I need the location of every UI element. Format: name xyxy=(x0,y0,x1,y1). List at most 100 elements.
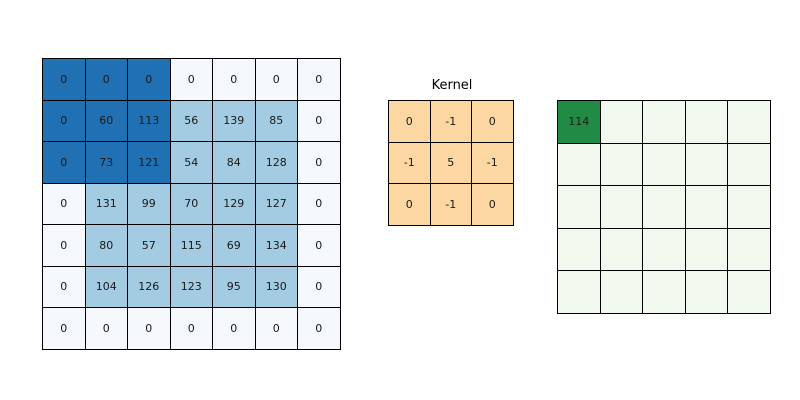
input-cell: 99 xyxy=(127,182,171,225)
output-cell xyxy=(642,270,686,314)
input-cell: 0 xyxy=(84,58,128,101)
input-cell: 126 xyxy=(127,265,171,308)
input-cell: 0 xyxy=(127,307,171,350)
input-cell: 0 xyxy=(297,141,341,184)
matrix-row xyxy=(557,142,771,186)
input-cell: 0 xyxy=(84,307,128,350)
output-cell xyxy=(599,227,643,271)
kernel-cell: 0 xyxy=(388,183,431,226)
kernel-cell: -1 xyxy=(471,141,514,184)
kernel-title: Kernel xyxy=(431,78,473,93)
output-cell xyxy=(599,185,643,229)
matrix-row xyxy=(557,270,771,314)
matrix-row xyxy=(557,185,771,229)
input-cell: 70 xyxy=(169,182,213,225)
output-grid: 114 xyxy=(557,100,771,314)
output-cell xyxy=(727,185,771,229)
output-cell xyxy=(599,142,643,186)
input-cell: 54 xyxy=(169,141,213,184)
output-cell xyxy=(642,100,686,144)
kernel-cell: 5 xyxy=(429,141,472,184)
output-cell xyxy=(642,185,686,229)
output-cell xyxy=(684,100,728,144)
input-cell: 80 xyxy=(84,224,128,267)
input-cell: 85 xyxy=(254,99,298,142)
output-cell xyxy=(727,100,771,144)
kernel-cell: 0 xyxy=(388,100,431,143)
kernel-cell: -1 xyxy=(429,100,472,143)
input-cell: 0 xyxy=(42,141,86,184)
input-cell: 104 xyxy=(84,265,128,308)
input-cell: 0 xyxy=(297,224,341,267)
input-cell: 57 xyxy=(127,224,171,267)
input-cell: 0 xyxy=(254,58,298,101)
output-cell xyxy=(727,142,771,186)
output-cell xyxy=(727,270,771,314)
input-cell: 123 xyxy=(169,265,213,308)
output-cell xyxy=(557,227,601,271)
output-cell xyxy=(727,227,771,271)
kernel-cell: 0 xyxy=(471,100,514,143)
output-cell xyxy=(557,270,601,314)
input-cell: 69 xyxy=(212,224,256,267)
matrix-row: 114 xyxy=(557,100,771,144)
input-cell: 95 xyxy=(212,265,256,308)
output-cell xyxy=(599,270,643,314)
input-cell: 0 xyxy=(169,58,213,101)
input-cell: 0 xyxy=(297,265,341,308)
input-cell: 0 xyxy=(42,182,86,225)
kernel-cell: 0 xyxy=(471,183,514,226)
input-cell: 113 xyxy=(127,99,171,142)
input-cell: 115 xyxy=(169,224,213,267)
input-cell: 0 xyxy=(297,307,341,350)
input-cell: 0 xyxy=(297,99,341,142)
input-cell: 121 xyxy=(127,141,171,184)
input-cell: 0 xyxy=(297,182,341,225)
input-cell: 131 xyxy=(84,182,128,225)
input-cell: 0 xyxy=(169,307,213,350)
output-cell: 114 xyxy=(557,100,601,144)
output-cell xyxy=(557,185,601,229)
input-cell: 0 xyxy=(42,99,86,142)
input-cell: 127 xyxy=(254,182,298,225)
input-cell: 134 xyxy=(254,224,298,267)
kernel-cell: -1 xyxy=(388,141,431,184)
output-cell xyxy=(684,142,728,186)
input-cell: 73 xyxy=(84,141,128,184)
input-cell: 0 xyxy=(212,307,256,350)
output-cell xyxy=(684,185,728,229)
input-cell: 0 xyxy=(42,224,86,267)
matrix-row xyxy=(557,227,771,271)
input-cell: 139 xyxy=(212,99,256,142)
input-cell: 0 xyxy=(254,307,298,350)
kernel-cell: -1 xyxy=(429,183,472,226)
input-cell: 130 xyxy=(254,265,298,308)
input-cell: 0 xyxy=(42,58,86,101)
output-cell xyxy=(557,142,601,186)
output-cell xyxy=(684,227,728,271)
input-cell: 0 xyxy=(297,58,341,101)
input-cell: 129 xyxy=(212,182,256,225)
input-cell: 0 xyxy=(42,307,86,350)
input-cell: 56 xyxy=(169,99,213,142)
input-cell: 84 xyxy=(212,141,256,184)
output-cell xyxy=(684,270,728,314)
output-cell xyxy=(642,227,686,271)
input-cell: 60 xyxy=(84,99,128,142)
output-cell xyxy=(599,100,643,144)
